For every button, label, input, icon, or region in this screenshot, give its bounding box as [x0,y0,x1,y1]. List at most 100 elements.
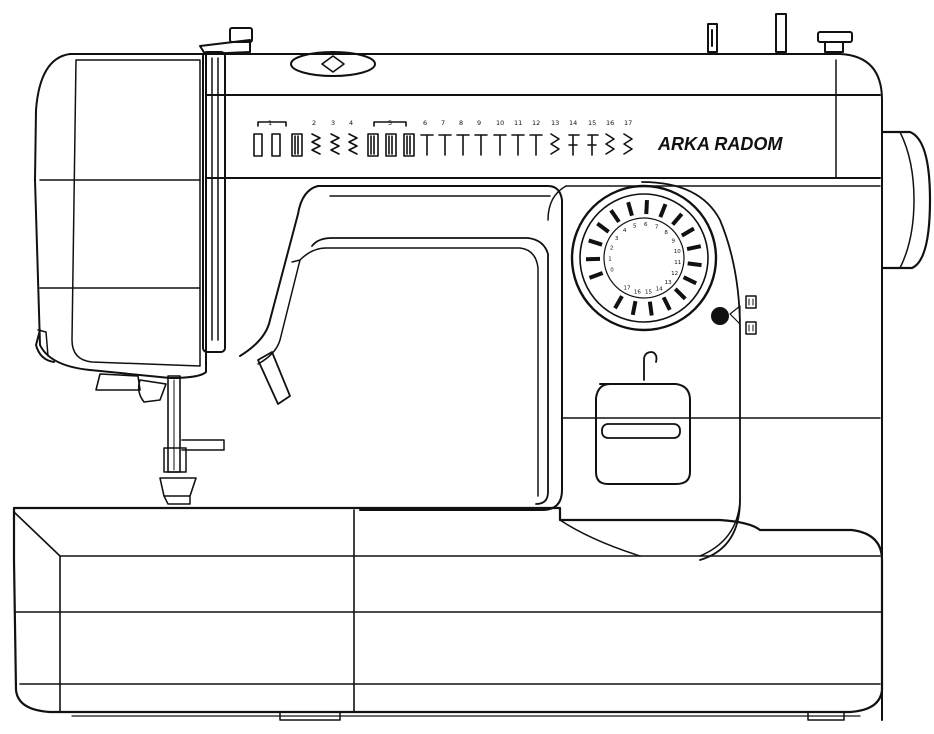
dial-stitch-mark [588,271,604,280]
presser-foot-assembly [95,351,291,505]
control-panel [547,181,881,561]
brand-label: ARKA RADOM [657,134,783,154]
dial-stitch-mark [671,212,684,226]
stitch-glyph-icon [623,133,633,155]
stitch-glyph-icon [605,133,615,155]
thread-guide-left [199,27,253,55]
stitch-glyph-path [493,134,507,156]
stitch-glyph-icon [253,133,263,157]
pattern-number: 17 [624,119,632,127]
stitch-glyph-icon [311,133,321,155]
face-cover [34,53,207,379]
stitch-glyph-icon [493,134,507,156]
dial-stitch-mark [680,226,695,238]
stitch-glyph-path [271,133,281,157]
free-arm-base [12,499,884,721]
stitch-glyph-path [367,133,379,157]
stitch-glyph-path [420,134,434,156]
pattern-number: 16 [606,119,614,127]
stitch-glyph-icon [367,133,379,157]
dial-stitch-mark [609,209,621,223]
stitch-glyph-path [311,133,321,155]
dial-stitch-mark [644,199,649,215]
stitch-glyph-path [385,133,397,157]
dial-stitch-mark [630,300,638,316]
stitch-glyph-path [253,133,263,157]
stitch-glyph-path [511,134,525,156]
stitch-glyph-icon [385,133,397,157]
pattern-number: 2 [312,119,316,127]
bobbin-winder-guide [707,23,718,53]
stitch-glyph-icon [271,133,281,157]
stitch-glyph-icon [529,134,543,156]
pattern-number: 15 [588,119,596,127]
stitch-glyph-path [605,133,615,155]
pattern-number: 11 [514,119,522,127]
pattern-glyphs [253,133,633,157]
stitch-glyph-path [330,133,340,155]
top-cover-emblem [290,51,376,77]
dial-stitch-mark [613,295,624,310]
stitch-glyph-path [348,133,358,155]
stitch-glyph-icon [511,134,525,156]
dial-number: 12 [671,271,678,277]
stitch-glyph-path [550,133,560,155]
stitch-glyph-path [587,134,599,156]
dial-number: 3 [615,236,619,242]
dial-stitch-mark [687,261,702,268]
stitch-glyph-icon [587,134,599,156]
dial-number: 6 [644,222,648,228]
stitch-glyph-path [456,134,470,156]
dial-stitch-mark [682,275,698,286]
dial-stitch-mark [686,244,702,251]
dial-stitch-marks [585,199,702,316]
dial-number: 5 [633,223,637,229]
pattern-number: 3 [331,119,335,127]
dial-number: 0 [610,268,614,274]
stitch-glyph-path [474,134,488,156]
dial-number: 4 [623,228,627,234]
stitch-glyph-icon [438,134,452,156]
stitch-glyph-path [529,134,543,156]
pattern-number: 1 [268,119,272,127]
needle-bar-channel [202,51,226,353]
dial-number: 7 [655,224,659,230]
pattern-number: 5 [388,119,392,127]
stitch-length-indicator [711,295,757,335]
stitch-glyph-icon [348,133,358,155]
stitch-glyph-icon [474,134,488,156]
stitch-glyph-icon [291,133,303,157]
dial-number: 9 [672,239,676,245]
pattern-number: 7 [441,119,445,127]
dial-stitch-mark [673,287,687,301]
pattern-number: 14 [569,119,577,127]
stitch-glyph-path [568,134,580,156]
pattern-number: 10 [496,119,504,127]
dial-stitch-mark [588,238,603,247]
pattern-number: 12 [532,119,540,127]
top-accessories [199,13,853,77]
stitch-glyph-icon [420,134,434,156]
stitch-glyph-icon [330,133,340,155]
presser-foot-lever [257,351,291,405]
dial-number: 15 [645,290,652,296]
pattern-number: 6 [423,119,427,127]
stitch-glyph-icon [568,134,580,156]
pattern-number: 4 [349,119,353,127]
stitch-glyph-icon [403,133,415,157]
stitch-glyph-icon [550,133,560,155]
stitch-glyph-path [438,134,452,156]
arm-opening [239,185,563,511]
spool-pin-right [775,13,853,53]
dial-stitch-mark [661,296,672,311]
stitch-glyph-path [623,133,633,155]
upper-arm [69,53,883,721]
reverse-lever[interactable] [595,351,691,485]
handwheel[interactable] [880,130,932,270]
